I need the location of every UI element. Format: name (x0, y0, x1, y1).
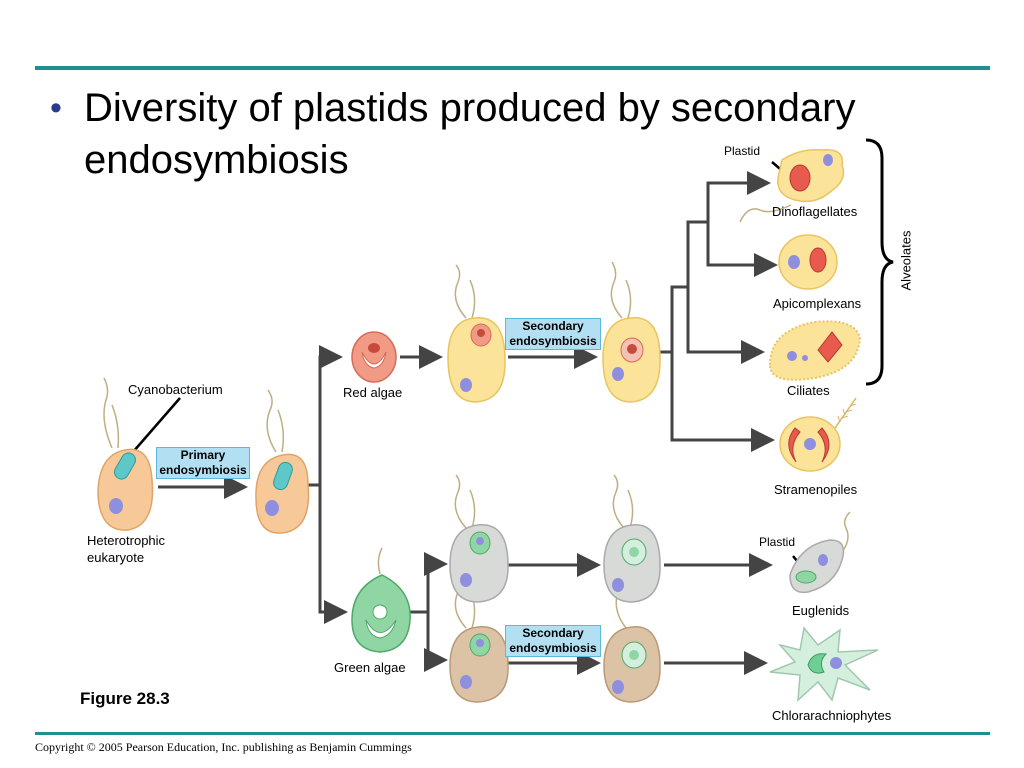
secondary-host-gray-cell (603, 524, 661, 603)
apicomplexans-label: Apicomplexans (773, 296, 862, 311)
branch-to-green-algae (318, 485, 348, 624)
heterotrophic-eukaryote-cell (97, 448, 154, 531)
arrow-ciliates (686, 287, 765, 364)
arrow-stramenopiles (670, 352, 775, 452)
secondary-endosymbiosis-box-bottom: Secondary endosymbiosis (505, 625, 601, 657)
host-with-red-alga-cell (447, 317, 506, 403)
heterotrophic-eukaryote-label: Heterotrophic eukaryote (87, 533, 166, 565)
green-alga-cell (351, 574, 411, 653)
secondary-host-tan-cell (603, 626, 661, 703)
cyanobacterium-pointer (132, 397, 181, 453)
green-algae-label: Green algae (334, 660, 406, 675)
top-rule (35, 66, 990, 70)
stramenopiles-label: Stramenopiles (774, 482, 858, 497)
primary-endosymbiosis-box: Primary endosymbiosis (156, 447, 250, 479)
arrow-dinoflagellates (706, 171, 771, 222)
ciliates-label: Ciliates (787, 383, 830, 398)
arrow-lines (158, 171, 778, 675)
red-alga-cell (351, 331, 397, 383)
copyright-text: Copyright © 2005 Pearson Education, Inc.… (35, 740, 412, 754)
dinoflagellates-label: Dinoflagellates (772, 204, 858, 219)
apicomplexan-cell (778, 234, 838, 290)
plastid-label-top: Plastid (724, 144, 761, 158)
figure-label: Figure 28.3 (80, 689, 170, 708)
branch-green-to-tan (424, 612, 448, 672)
page-title: Diversity of plastids produced by second… (84, 86, 856, 182)
chlorarachniophytes-label: Chlorarachniophytes (772, 708, 892, 723)
cyanobacterium-label: Cyanobacterium (128, 382, 223, 397)
arrow-apicomplexans (706, 222, 778, 277)
euglenid-cell (789, 539, 845, 594)
dinoflagellate-cell (777, 148, 845, 203)
bottom-rule (35, 732, 990, 735)
secondary-host-yellow-cell (602, 317, 661, 403)
chlorarachniophyte-cell (769, 626, 879, 702)
euglenids-label: Euglenids (792, 603, 850, 618)
alveolates-brace (865, 138, 894, 386)
tree-upper (686, 220, 708, 287)
secondary-endosymbiosis-box-top: Secondary endosymbiosis (505, 318, 601, 350)
bullet-marker: • (50, 89, 62, 127)
stramenopile-cell (779, 397, 857, 472)
branch-to-red-algae (306, 345, 343, 487)
host-with-green-alga-gray-cell (449, 524, 509, 603)
primary-host-cell (255, 453, 310, 534)
host-with-green-alga-tan-cell (449, 626, 509, 703)
red-algae-label: Red algae (343, 385, 403, 400)
plastid-label-bottom: Plastid (759, 535, 796, 549)
ciliate-cell (768, 320, 862, 381)
tree-main-top (660, 285, 688, 354)
branch-green-to-gray (410, 552, 448, 614)
alveolates-label: Alveolates (898, 230, 914, 291)
